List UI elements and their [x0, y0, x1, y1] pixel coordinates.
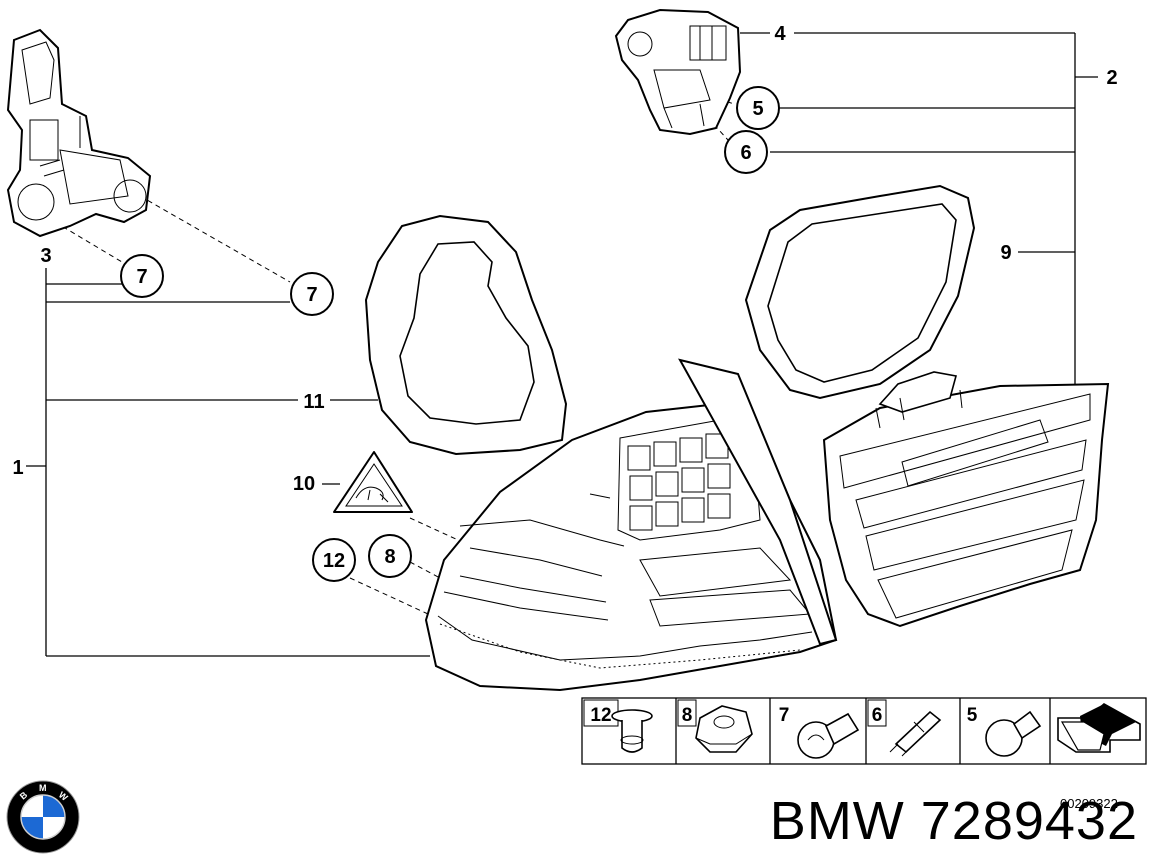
gasket-right — [744, 184, 976, 400]
callout-8-circle — [368, 534, 412, 578]
push-rivet-icon — [611, 709, 653, 753]
bmw-logo-icon: B M W — [6, 780, 80, 854]
callout-10: 10 — [293, 473, 315, 495]
brand-part-number: BMW 7289432 — [769, 791, 1138, 851]
legend-label-8: 8 — [682, 705, 693, 726]
callout-8: 8 — [384, 546, 395, 568]
legend-label-6: 6 — [872, 705, 883, 726]
callout-12: 12 — [323, 550, 345, 572]
callout-6-circle — [724, 130, 768, 174]
gasket-left — [364, 214, 568, 456]
callout-1: 1 — [12, 457, 23, 479]
arrow-icon — [1057, 703, 1141, 753]
bulb-icon — [985, 710, 1042, 757]
bulb-icon — [797, 712, 860, 759]
legend-label-7: 7 — [779, 705, 790, 726]
legend-label-5: 5 — [967, 705, 978, 726]
callout-11: 11 — [303, 391, 324, 413]
bulb-holder-right — [614, 8, 742, 136]
svg-text:B: B — [18, 789, 30, 801]
warning-sticker — [333, 451, 413, 513]
callout-3: 3 — [40, 245, 51, 267]
callout-6: 6 — [740, 142, 751, 164]
callout-9: 9 — [1000, 242, 1011, 264]
callouts: 1 2 3 4 5 6 7 7 8 9 10 11 12 — [12, 23, 1118, 582]
callout-7a: 7 — [136, 266, 147, 288]
callout-7b-circle — [290, 272, 334, 316]
svg-text:M: M — [39, 783, 47, 793]
hex-nut-icon — [695, 705, 753, 753]
callout-5: 5 — [752, 98, 763, 120]
callout-12-circle — [312, 538, 356, 582]
diagram-reference-code: 00209322 — [1060, 796, 1118, 811]
callout-5-circle — [736, 86, 780, 130]
callout-4: 4 — [774, 23, 786, 45]
tail-light-outer — [424, 358, 838, 692]
callout-7b: 7 — [306, 284, 317, 306]
bulb-holder-left — [6, 28, 152, 238]
parts-legend: 12 8 7 6 5 — [581, 697, 1147, 765]
callout-2: 2 — [1106, 67, 1117, 89]
legend-label-12: 12 — [590, 705, 611, 726]
callout-7a-circle — [120, 254, 164, 298]
wedge-bulb-icon — [889, 710, 942, 757]
tail-light-inner — [822, 371, 1110, 628]
